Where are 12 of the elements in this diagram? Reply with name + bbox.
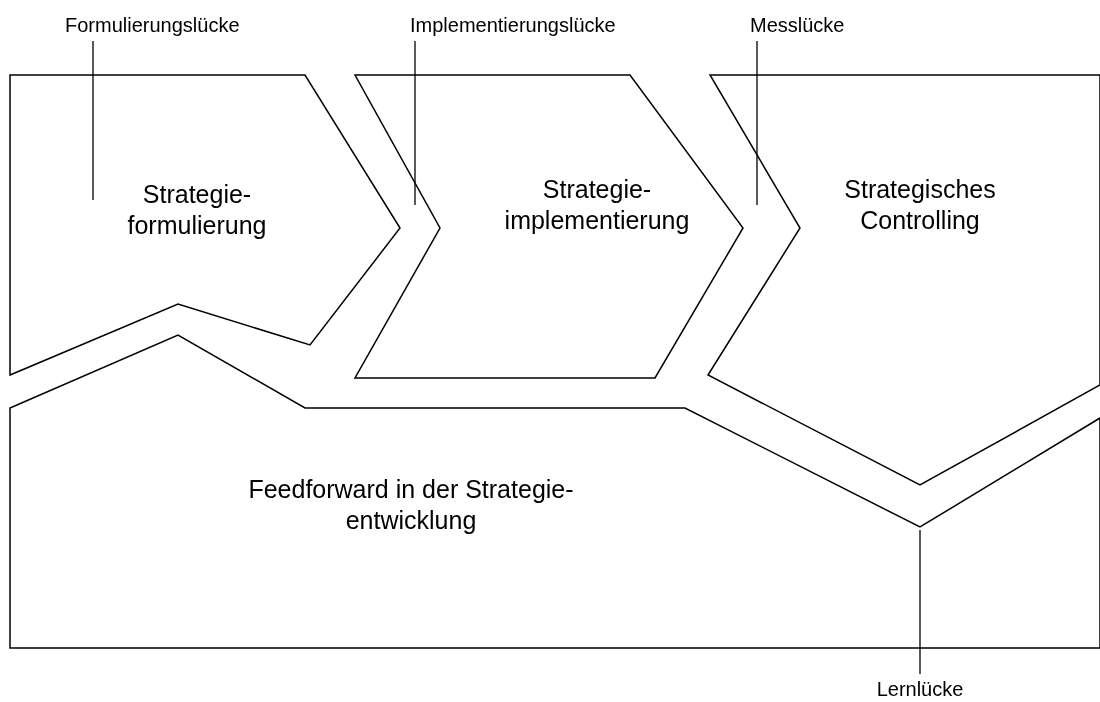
stage-label: Feedforward in der Strategie- entwicklung <box>247 474 575 536</box>
leader-line <box>756 40 758 206</box>
stage-label: Strategisches Controlling <box>843 174 997 236</box>
leader-line <box>919 529 921 675</box>
stage-label: Strategie- formulierung <box>126 179 268 241</box>
gap-label: Messlücke <box>750 14 845 37</box>
gap-label: Lernlücke <box>876 678 964 701</box>
leader-line <box>414 40 416 206</box>
stage-label: Strategie- implementierung <box>503 174 691 236</box>
leader-line <box>92 40 94 201</box>
gap-label: Implementierungslücke <box>410 14 616 37</box>
gap-label: Formulierungslücke <box>65 14 240 37</box>
